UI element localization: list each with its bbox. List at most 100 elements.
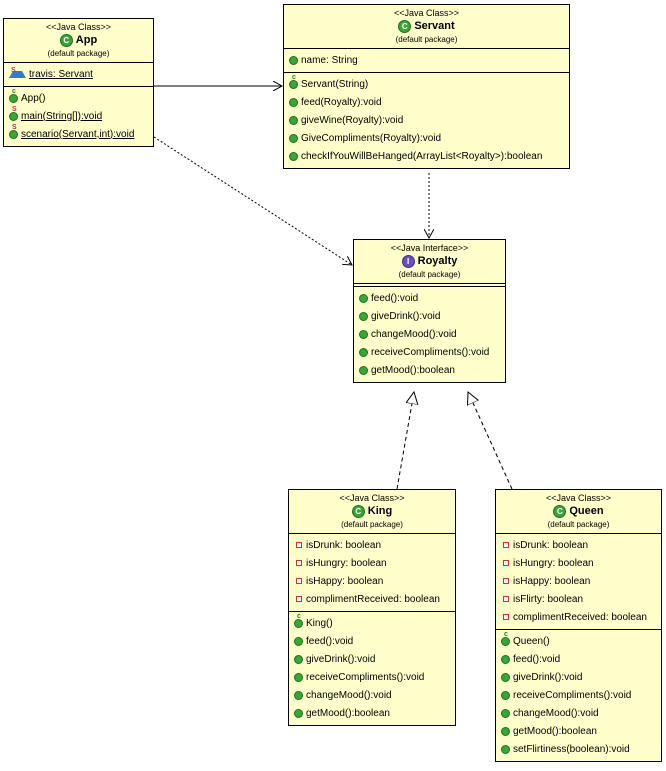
public-method-icon	[294, 708, 303, 718]
public-method-icon: S	[9, 124, 18, 139]
public-method-icon	[501, 654, 510, 664]
private-field-icon	[503, 542, 509, 548]
method-row[interactable]: giveDrink():void	[496, 668, 661, 686]
method-row[interactable]: getMood():boolean	[289, 704, 455, 722]
field-row[interactable]: isFlirty: boolean	[496, 590, 661, 608]
public-method-icon: c	[294, 613, 303, 628]
method-row[interactable]: changeMood():void	[354, 325, 505, 343]
method-row[interactable]: getMood():boolean	[496, 722, 661, 740]
private-field-icon	[503, 596, 509, 602]
public-method-icon	[501, 744, 510, 754]
private-field-icon	[296, 578, 302, 584]
fields-section: name: String	[284, 48, 569, 72]
class-c-icon: C	[351, 505, 365, 518]
class-c-icon: C	[553, 505, 567, 518]
public-method-icon	[359, 311, 368, 321]
package-visibility-icon: S	[9, 67, 26, 78]
method-row[interactable]: getMood():boolean	[354, 361, 505, 379]
public-method-icon	[501, 690, 510, 700]
field-row[interactable]: isHappy: boolean	[496, 572, 661, 590]
method-row[interactable]: receiveCompliments():void	[496, 686, 661, 704]
public-method-icon	[501, 708, 510, 718]
class-c-icon: C	[398, 20, 412, 33]
field-row[interactable]: isDrunk: boolean	[289, 536, 455, 554]
private-field-icon	[296, 542, 302, 548]
field-row[interactable]: complimentReceived: boolean	[289, 590, 455, 608]
method-row[interactable]: GiveCompliments(Royalty):void	[284, 129, 569, 147]
method-row[interactable]: feed(Royalty):void	[284, 93, 569, 111]
realization-king-royalty	[396, 392, 414, 490]
method-row[interactable]: checkIfYouWillBeHanged(ArrayList<Royalty…	[284, 147, 569, 165]
public-method-icon: S	[9, 106, 18, 121]
public-method-icon	[359, 329, 368, 339]
methods-section: feed():void giveDrink():void changeMood(…	[354, 286, 505, 382]
class-c-icon: C	[59, 34, 73, 47]
method-row[interactable]: receiveCompliments():void	[354, 343, 505, 361]
method-row[interactable]: feed():void	[289, 632, 455, 650]
public-method-icon	[359, 293, 368, 303]
public-method-icon	[501, 672, 510, 682]
field-row[interactable]: name: String	[284, 51, 569, 69]
method-row[interactable]: giveDrink():void	[354, 307, 505, 325]
private-field-icon	[503, 578, 509, 584]
package-label: (default package)	[47, 49, 110, 58]
method-row[interactable]: changeMood():void	[289, 686, 455, 704]
realization-queen-royalty	[468, 392, 513, 490]
field-row[interactable]: isHappy: boolean	[289, 572, 455, 590]
field-row[interactable]: isHungry: boolean	[289, 554, 455, 572]
package-label: (default package)	[395, 35, 458, 44]
public-method-icon	[294, 690, 303, 700]
stereotype: <<Java Class>>	[393, 8, 460, 18]
method-row[interactable]: feed():void	[496, 650, 661, 668]
stereotype: <<Java Class>>	[339, 493, 405, 503]
method-row[interactable]: giveWine(Royalty):void	[284, 111, 569, 129]
method-row[interactable]: giveDrink():void	[289, 650, 455, 668]
public-method-icon: c	[289, 74, 298, 89]
method-row[interactable]: feed():void	[354, 289, 505, 307]
method-row[interactable]: setFlirtiness(boolean):void	[496, 740, 661, 758]
package-label: (default package)	[547, 520, 610, 529]
package-label: (default package)	[398, 270, 461, 279]
private-field-icon	[296, 596, 302, 602]
public-method-icon	[289, 133, 298, 143]
public-method-icon	[294, 654, 303, 664]
public-method-icon: c	[9, 88, 18, 103]
interface-i-icon: I	[401, 255, 415, 268]
method-row[interactable]: changeMood():void	[496, 704, 661, 722]
private-field-icon	[296, 560, 302, 566]
stereotype: <<Java Interface>>	[390, 243, 469, 253]
public-method-icon	[294, 636, 303, 646]
public-method-icon	[294, 672, 303, 682]
field-row[interactable]: isDrunk: boolean	[496, 536, 661, 554]
method-row[interactable]: receiveCompliments():void	[289, 668, 455, 686]
field-row[interactable]: complimentReceived: boolean	[496, 608, 661, 626]
public-method-icon: c	[501, 631, 510, 646]
field-row[interactable]: isHungry: boolean	[496, 554, 661, 572]
stereotype: <<Java Class>>	[45, 22, 112, 32]
public-method-icon	[289, 115, 298, 125]
